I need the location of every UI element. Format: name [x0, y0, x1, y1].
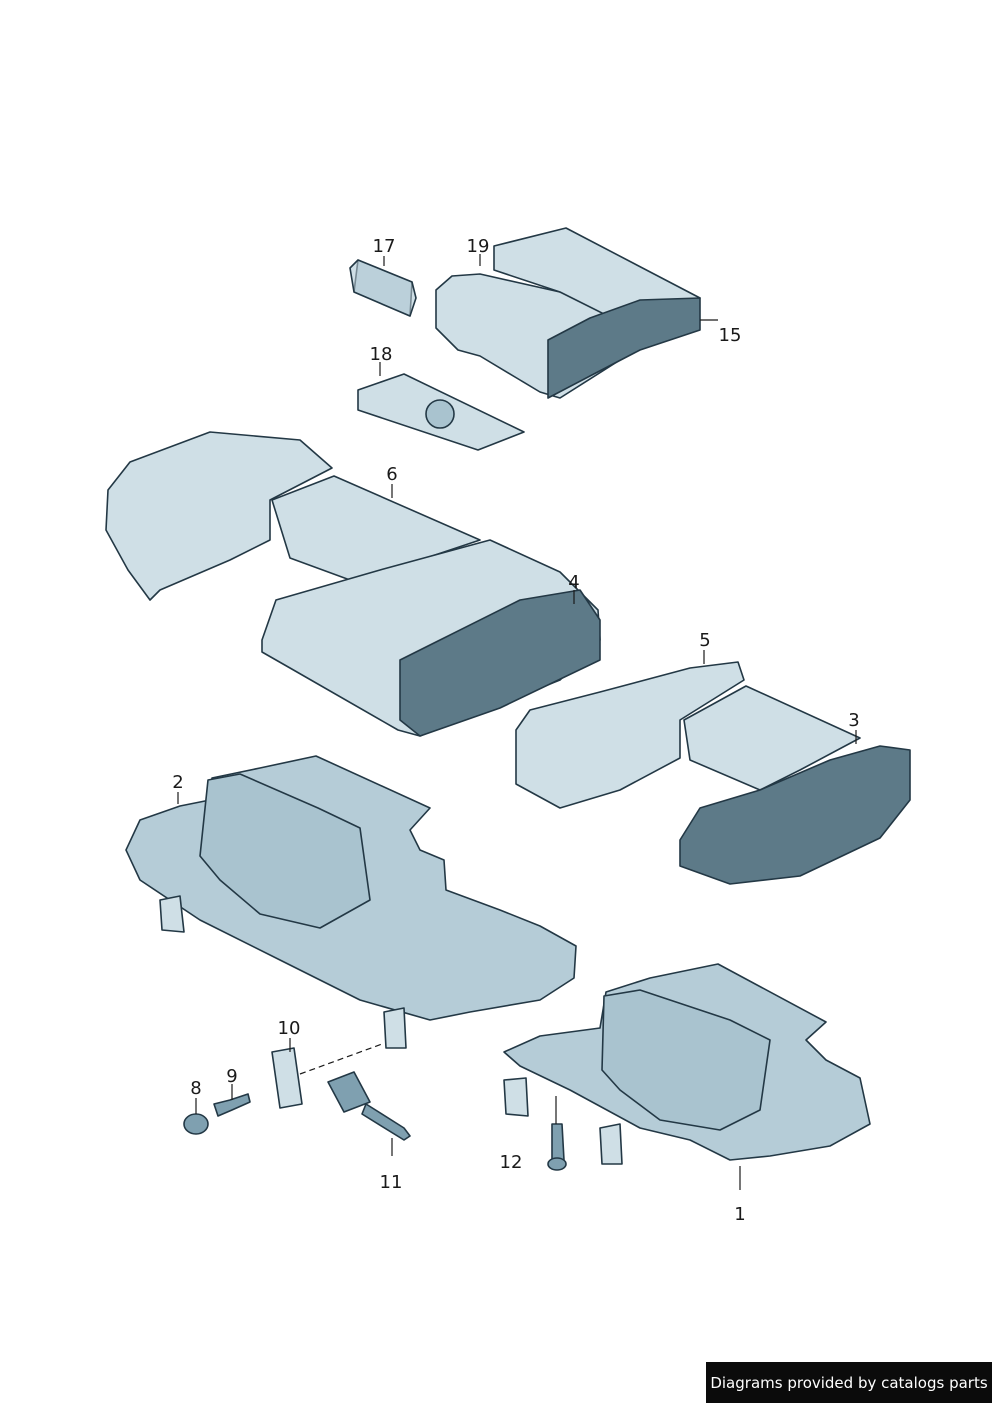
- callout-2: 2: [172, 772, 183, 793]
- part-18-plate: [357, 373, 525, 451]
- leader-lines: [177, 254, 857, 1190]
- callout-11: 11: [380, 1172, 403, 1193]
- credit-text: Diagrams provided by catalogs parts: [710, 1373, 988, 1392]
- callout-19: 19: [467, 236, 490, 257]
- callout-3: 3: [848, 710, 859, 731]
- assembly-line: [299, 1043, 383, 1075]
- credit-banner: Diagrams provided by catalogs parts: [706, 1362, 992, 1403]
- part-19-cushion: [435, 227, 701, 399]
- part-10-bracket: [271, 1047, 303, 1109]
- part-8-cap: [183, 1113, 209, 1135]
- callout-10: 10: [278, 1018, 301, 1039]
- callout-5: 5: [699, 630, 710, 651]
- callout-1: 1: [734, 1204, 745, 1225]
- callout-4: 4: [568, 572, 579, 593]
- callout-18: 18: [370, 344, 393, 365]
- part-1-seat-pan: [503, 963, 871, 1165]
- callout-15: 15: [719, 325, 742, 346]
- callout-17: 17: [373, 236, 396, 257]
- callout-6: 6: [386, 464, 397, 485]
- part-17-clip: [349, 259, 417, 317]
- part-11-bolt: [327, 1071, 411, 1141]
- part-2-seat-pan: [125, 755, 577, 1049]
- callout-8: 8: [190, 1078, 201, 1099]
- part-12-screw: [547, 1123, 567, 1171]
- callout-12: 12: [500, 1152, 523, 1173]
- part-9-screw: [213, 1093, 251, 1117]
- part-5-seat-cushion: [515, 661, 911, 885]
- callout-9: 9: [226, 1066, 237, 1087]
- part-6-seat-cushion: [105, 431, 601, 737]
